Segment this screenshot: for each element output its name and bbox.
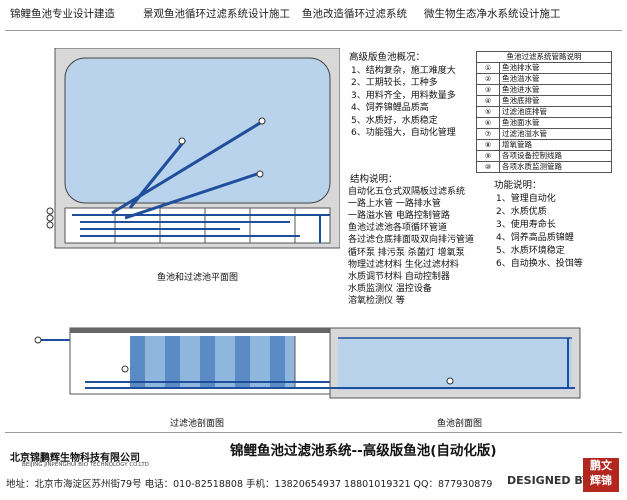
function-item: 3、使用寿命长 (496, 220, 556, 230)
bottom-divider (5, 432, 622, 433)
filter-zone (64, 207, 331, 244)
pond-water (64, 57, 331, 204)
structure-item: 各过滤仓底排面吸双向排污管道 (348, 235, 475, 245)
header-bar: 锦鲤鱼池专业设计建造 景观鱼池循环过滤系统设计施工 鱼池改造循环过滤系统 微生物… (0, 0, 627, 24)
function-item: 2、水质优质 (496, 207, 547, 217)
functions-title: 功能说明： (494, 180, 542, 191)
overview-item: 2、工期较长，工种多 (351, 78, 438, 88)
structure-item: 一路溢水管 电路控制管路 (348, 211, 450, 221)
plan-view-diagram (46, 48, 340, 249)
overview-item: 3、用料齐全，用料数量多 (351, 91, 456, 101)
header-item: 景观鱼池循环过滤系统设计施工 (143, 8, 290, 20)
company-name-en: BEIJING JINPENGHUI BIO TECHNOLOGY CO.LTD (22, 462, 149, 468)
overview-item: 4、饲养锦鲤品质高 (351, 103, 429, 113)
overview-item: 1、结构复杂，施工难度大 (351, 66, 456, 76)
filter-section-caption: 过滤池剖面图 (170, 419, 225, 429)
structure-item: 水质监测仪 温控设备 (348, 284, 432, 294)
legend-title: 鱼池过滤系统管路说明 (476, 51, 612, 63)
structure-item: 溶氧检测仪 等 (348, 296, 405, 306)
header-item: 鱼池改造循环过滤系统 (302, 8, 407, 20)
header-item: 微生物生态净水系统设计施工 (424, 8, 561, 20)
structure-item: 循环泵 排污泵 杀菌灯 增氧泵 (348, 248, 465, 258)
function-item: 1、管理自动化 (496, 194, 556, 204)
designed-by-label: DESIGNED BY (507, 474, 591, 487)
structure-item: 一路上水管 一路排水管 (348, 199, 441, 209)
company-name: 北京锦鹏辉生物科技有限公司 (10, 453, 140, 464)
structure-item: 自动化五仓式双隔板过滤系统 (348, 187, 466, 197)
pond-section-caption: 鱼池剖面图 (437, 419, 483, 429)
structure-title: 结构说明： (350, 174, 398, 185)
header-item: 锦鲤鱼池专业设计建造 (10, 8, 115, 20)
structure-item: 物理过滤材料 生化过滤材料 (348, 260, 459, 270)
footer-contact: 地址：北京市海淀区苏州街79号 电话：010-82518808 手机：13820… (6, 479, 493, 490)
overview-item: 6、功能强大，自动化管理 (351, 128, 456, 138)
overview-title: 高级版鱼池概况： (349, 52, 426, 63)
pond-section-water (338, 338, 572, 390)
function-item: 5、水质环境稳定 (496, 246, 565, 256)
function-item: 6、自动换水、投饵等 (496, 259, 583, 269)
section-view-diagram (34, 327, 581, 399)
structure-item: 鱼池过滤池各项循环管道 (348, 223, 448, 233)
header-divider (5, 30, 622, 31)
function-item: 4、饲养高品质锦鲤 (496, 233, 574, 243)
plan-caption: 鱼池和过滤池平面图 (157, 273, 239, 283)
structure-item: 水质调节材料 自动控制器 (348, 272, 450, 282)
main-title: 锦鲤鱼池过滤池系统--高级版鱼池(自动化版) (230, 443, 497, 459)
seal-stamp: 鹏文 辉锦 (583, 458, 619, 492)
overview-item: 5、水质好，水质稳定 (351, 116, 438, 126)
